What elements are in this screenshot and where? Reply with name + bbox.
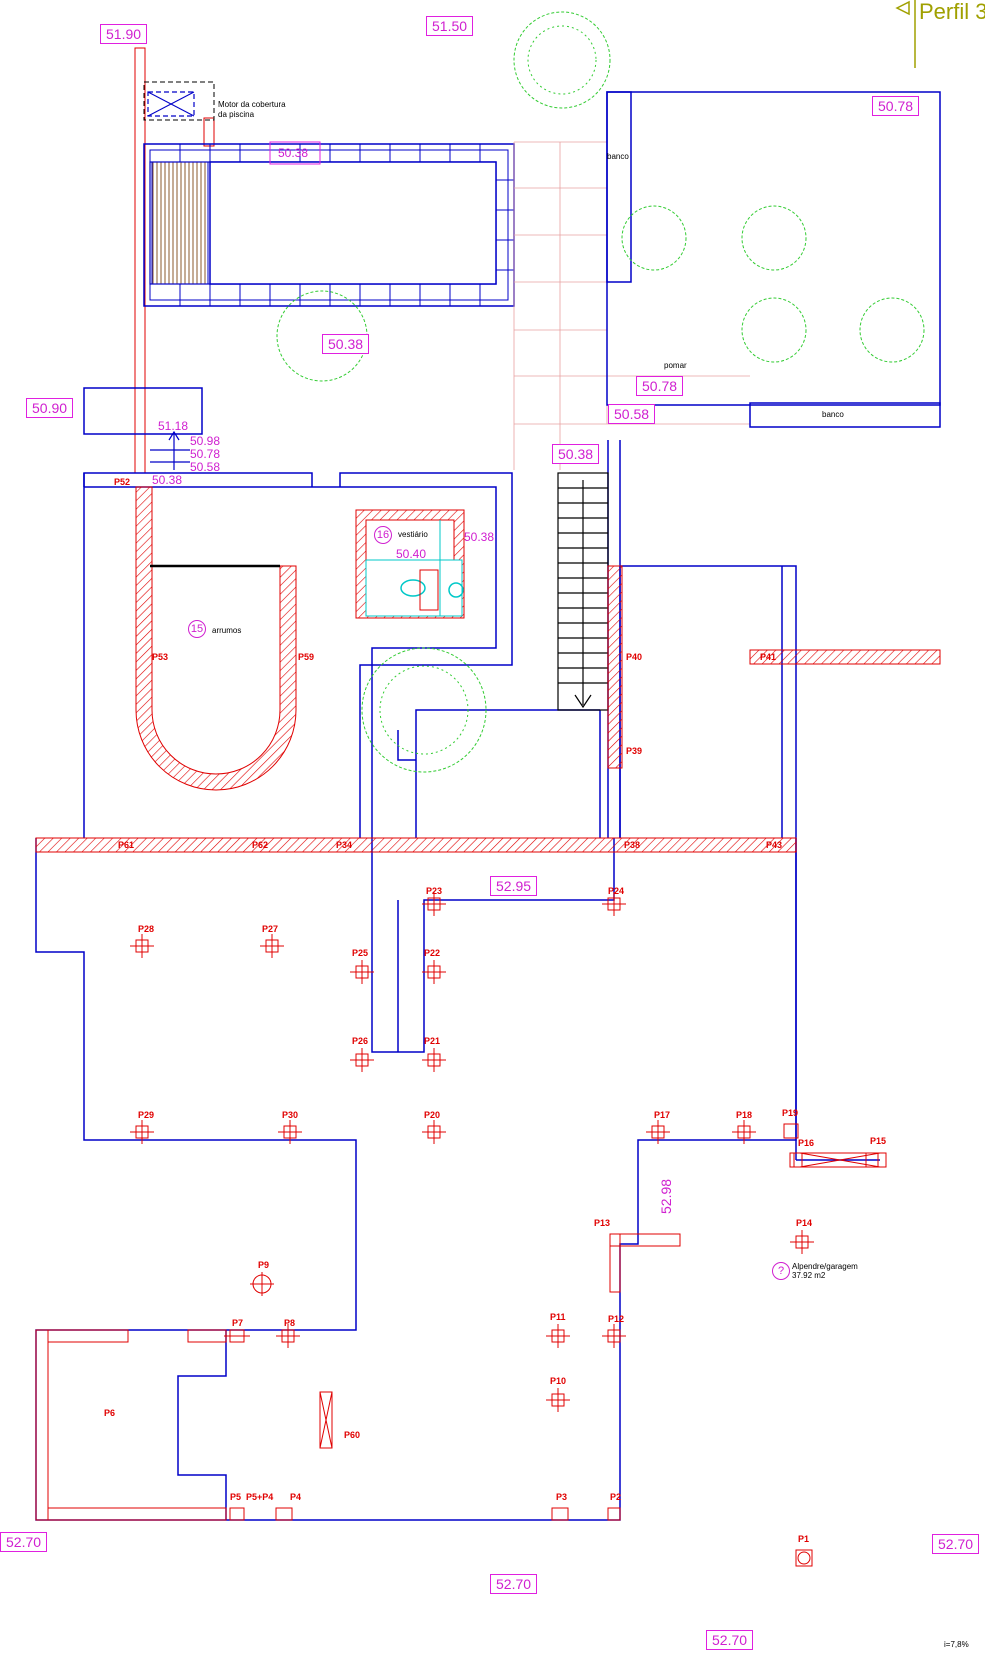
- pillar-label: P39: [626, 746, 643, 756]
- pillar-label: P13: [594, 1218, 611, 1228]
- pillar-label: P60: [344, 1430, 361, 1440]
- pillar-label: P38: [624, 840, 641, 850]
- pillar-label: P19: [782, 1108, 799, 1118]
- level-text: 50.38: [152, 473, 183, 487]
- storage-room: [135, 486, 297, 791]
- pillar-label: P2: [610, 1492, 622, 1502]
- level-box: 52.95: [490, 876, 538, 896]
- pillar-markers: [130, 892, 879, 1567]
- pillar-label: P59: [298, 652, 315, 662]
- orchard: [606, 91, 941, 428]
- bench-label: banco: [607, 152, 629, 161]
- pillar-label: P29: [138, 1110, 155, 1120]
- pillar-label: P4: [290, 1492, 302, 1502]
- level-text: 50.38: [464, 530, 495, 544]
- pillar-label: P14: [796, 1218, 813, 1228]
- level-box: 52.70: [932, 1534, 980, 1554]
- pillar-label: P27: [262, 924, 279, 934]
- pillar-label: P16: [798, 1138, 815, 1148]
- locker-room: [355, 509, 465, 619]
- level-box: 50.38: [322, 334, 370, 354]
- level-box: 50.78: [636, 376, 684, 396]
- level-box: 52.70: [706, 1630, 754, 1650]
- pillar-label: P62: [252, 840, 269, 850]
- pillar-label: P9: [258, 1260, 270, 1270]
- level-vertical: 52.98: [658, 1178, 674, 1214]
- pillar-label: P24: [608, 886, 625, 896]
- pillar-label: P5+P4: [246, 1492, 274, 1502]
- level-box: 52.70: [490, 1574, 538, 1594]
- beams: [35, 565, 941, 1449]
- pillar-label: P61: [118, 840, 135, 850]
- level-box: 50.58: [608, 404, 656, 424]
- room-number: 15: [188, 620, 206, 638]
- pillar-label: P7: [232, 1318, 244, 1328]
- profile-marker: [895, 0, 916, 68]
- pillar-label: P52: [114, 477, 131, 487]
- pillar-label: P23: [426, 886, 443, 896]
- p6-block: [35, 1329, 227, 1521]
- pillar-label: P41: [760, 652, 777, 662]
- garage-area-label: 37.92 m2: [792, 1271, 826, 1280]
- level-box: 50.78: [872, 96, 920, 116]
- level-box: 50.90: [26, 398, 74, 418]
- slope-label: i=7,8%: [944, 1640, 969, 1649]
- orchard-label: pomar: [664, 361, 687, 370]
- level-box: 51.50: [426, 16, 474, 36]
- pillar-label: P11: [550, 1312, 566, 1322]
- storage-label: arrumos: [212, 626, 242, 635]
- level-box: 51.90: [100, 24, 148, 44]
- pool-cover-label: Motor da cobertura: [218, 100, 286, 109]
- pillar-label: P25: [352, 948, 369, 958]
- level-arrow: [150, 430, 190, 470]
- pool-area: [134, 47, 515, 474]
- pool-cover-label-2: da piscina: [218, 110, 255, 119]
- pillar-label: P17: [654, 1110, 671, 1120]
- garage-label: Alpendre/garagem: [792, 1262, 858, 1271]
- pillar-label: P8: [284, 1318, 296, 1328]
- room-number: 16: [374, 526, 392, 544]
- pillar-label: P21: [424, 1036, 441, 1046]
- level-text: 50.58: [190, 460, 221, 474]
- pillar-label: P26: [352, 1036, 369, 1046]
- pillar-label: P15: [870, 1136, 887, 1146]
- level-box: 52.70: [0, 1532, 48, 1552]
- locker-room-label: vestiário: [398, 530, 428, 539]
- pillar-label: P43: [766, 840, 783, 850]
- trees: [276, 11, 925, 773]
- pillar-label: P18: [736, 1110, 753, 1120]
- pillar-label: P22: [424, 948, 441, 958]
- profile-title: Perfil 3: [919, 0, 985, 24]
- room-number: ?: [772, 1262, 790, 1280]
- level-text: 50.40: [396, 547, 427, 561]
- level-text: 50.78: [190, 447, 221, 461]
- bench-label: banco: [822, 410, 844, 419]
- pillar-label: P40: [626, 652, 643, 662]
- pillar-label: P12: [608, 1314, 625, 1324]
- pillar-label: P30: [282, 1110, 299, 1120]
- pillar-label: P6: [104, 1408, 116, 1418]
- pillar-label: P10: [550, 1376, 567, 1386]
- pillar-label: P34: [336, 840, 353, 850]
- pillar-label: P5: [230, 1492, 242, 1502]
- level-box: 50.38: [552, 444, 600, 464]
- pillar-label: P1: [798, 1534, 810, 1544]
- level-text: 50.38: [278, 146, 309, 160]
- level-text: 50.98: [190, 434, 221, 448]
- pillar-label: P20: [424, 1110, 441, 1120]
- pillar-label: P53: [152, 652, 169, 662]
- pillar-label: P28: [138, 924, 155, 934]
- level-text: 51.18: [158, 419, 189, 433]
- stairs: [557, 472, 609, 711]
- pillar-label: P3: [556, 1492, 568, 1502]
